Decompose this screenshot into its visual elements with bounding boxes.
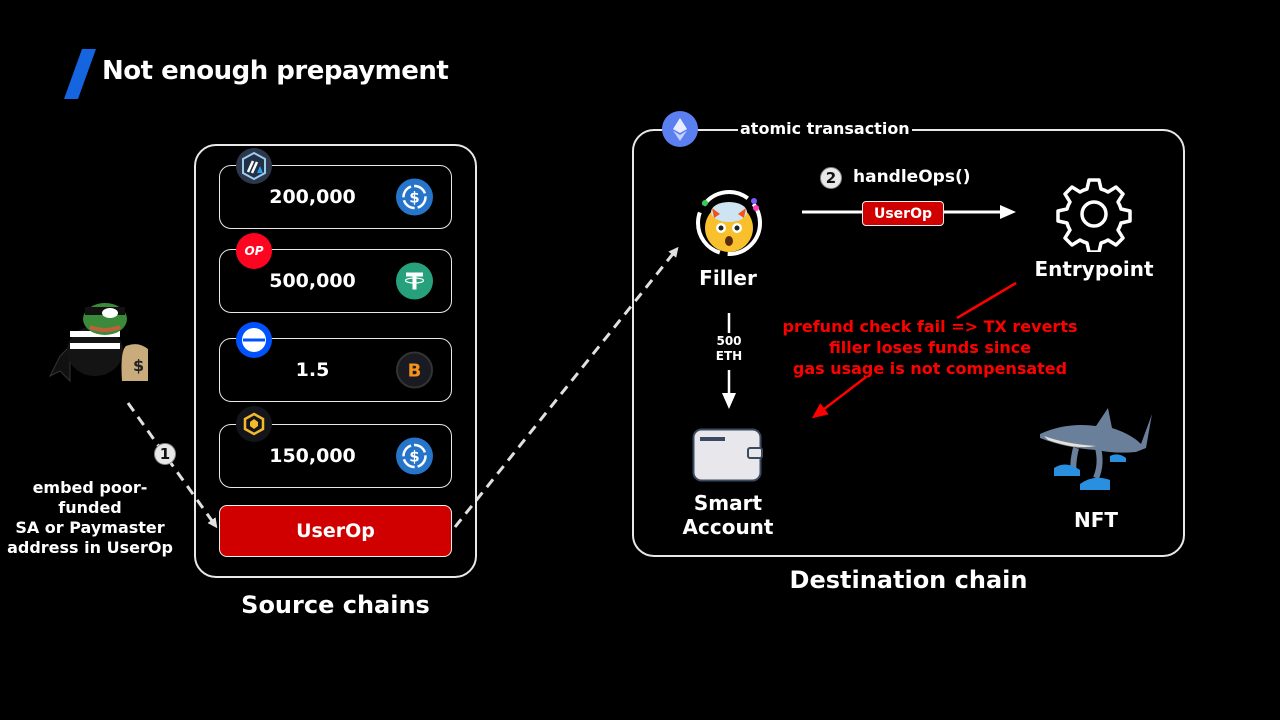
userop-badge: UserOp: [862, 201, 944, 226]
transfer-unit: ETH: [715, 349, 743, 363]
caption-line: SA or Paymaster: [15, 518, 165, 537]
red-line-entrypoint: [956, 281, 1017, 320]
base-icon: [236, 322, 272, 358]
arrow-attacker-to-userop: [126, 402, 218, 529]
tether-icon: [396, 262, 433, 300]
title-accent-slash: [64, 49, 96, 99]
balance-amount: 500,000: [269, 270, 356, 292]
source-chains-panel: [194, 144, 477, 578]
warning-line: prefund check fail => TX reverts: [782, 317, 1078, 336]
wallet-icon: [692, 428, 764, 483]
nft-label: NFT: [1073, 508, 1119, 532]
filler-label: Filler: [699, 266, 757, 290]
balance-amount: 200,000: [269, 186, 356, 208]
transfer-amount-label: 500 ETH: [709, 334, 749, 364]
caption-line: address in UserOp: [7, 538, 173, 557]
svg-text:$: $: [409, 448, 419, 466]
balance-amount: 1.5: [295, 359, 330, 381]
arbitrum-icon: [236, 148, 272, 184]
svg-text:B: B: [408, 361, 422, 382]
usdc-icon: $: [396, 437, 433, 475]
userop-button[interactable]: UserOp: [219, 505, 452, 557]
prefund-warning-text: prefund check fail => TX reverts filler …: [780, 316, 1080, 379]
attacker-pepe-image: $: [40, 291, 148, 391]
entrypoint-label: Entrypoint: [1034, 257, 1154, 281]
atomic-transaction-label: atomic transaction: [738, 119, 912, 138]
handleops-label: handleOps(): [853, 167, 971, 187]
gear-icon: [1056, 176, 1132, 254]
caption-line: embed poor-funded: [32, 478, 148, 517]
svg-text:$: $: [409, 189, 419, 207]
bnb-chain-icon: [236, 406, 272, 442]
warning-line: filler loses funds since: [828, 338, 1032, 357]
usdc-icon: $: [396, 178, 433, 216]
destination-chain-label: Destination chain: [789, 566, 1028, 594]
step-2-badge: 2: [820, 167, 842, 189]
ethereum-icon: [662, 111, 698, 147]
balance-amount: 150,000: [269, 445, 356, 467]
smart-account-label: Smart Account: [682, 491, 774, 539]
transfer-amount: 500: [716, 334, 742, 348]
optimism-icon: OP: [236, 233, 272, 269]
slide-title: Not enough prepayment: [102, 56, 449, 86]
arrow-userop-to-filler: [453, 246, 679, 528]
svg-text:$: $: [133, 356, 144, 375]
filler-emoji-icon: [690, 188, 768, 258]
nft-shark-image: [1036, 404, 1154, 496]
step-1-badge: 1: [154, 443, 176, 465]
attacker-caption: embed poor-funded SA or Paymaster addres…: [2, 478, 178, 558]
balance-card-bnb: 150,000 $: [219, 424, 452, 488]
bitcoin-icon: B: [396, 351, 433, 389]
source-chains-label: Source chains: [241, 591, 430, 619]
warning-line: gas usage is not compensated: [792, 359, 1068, 378]
red-arrow-to-smart-account: [811, 376, 867, 419]
